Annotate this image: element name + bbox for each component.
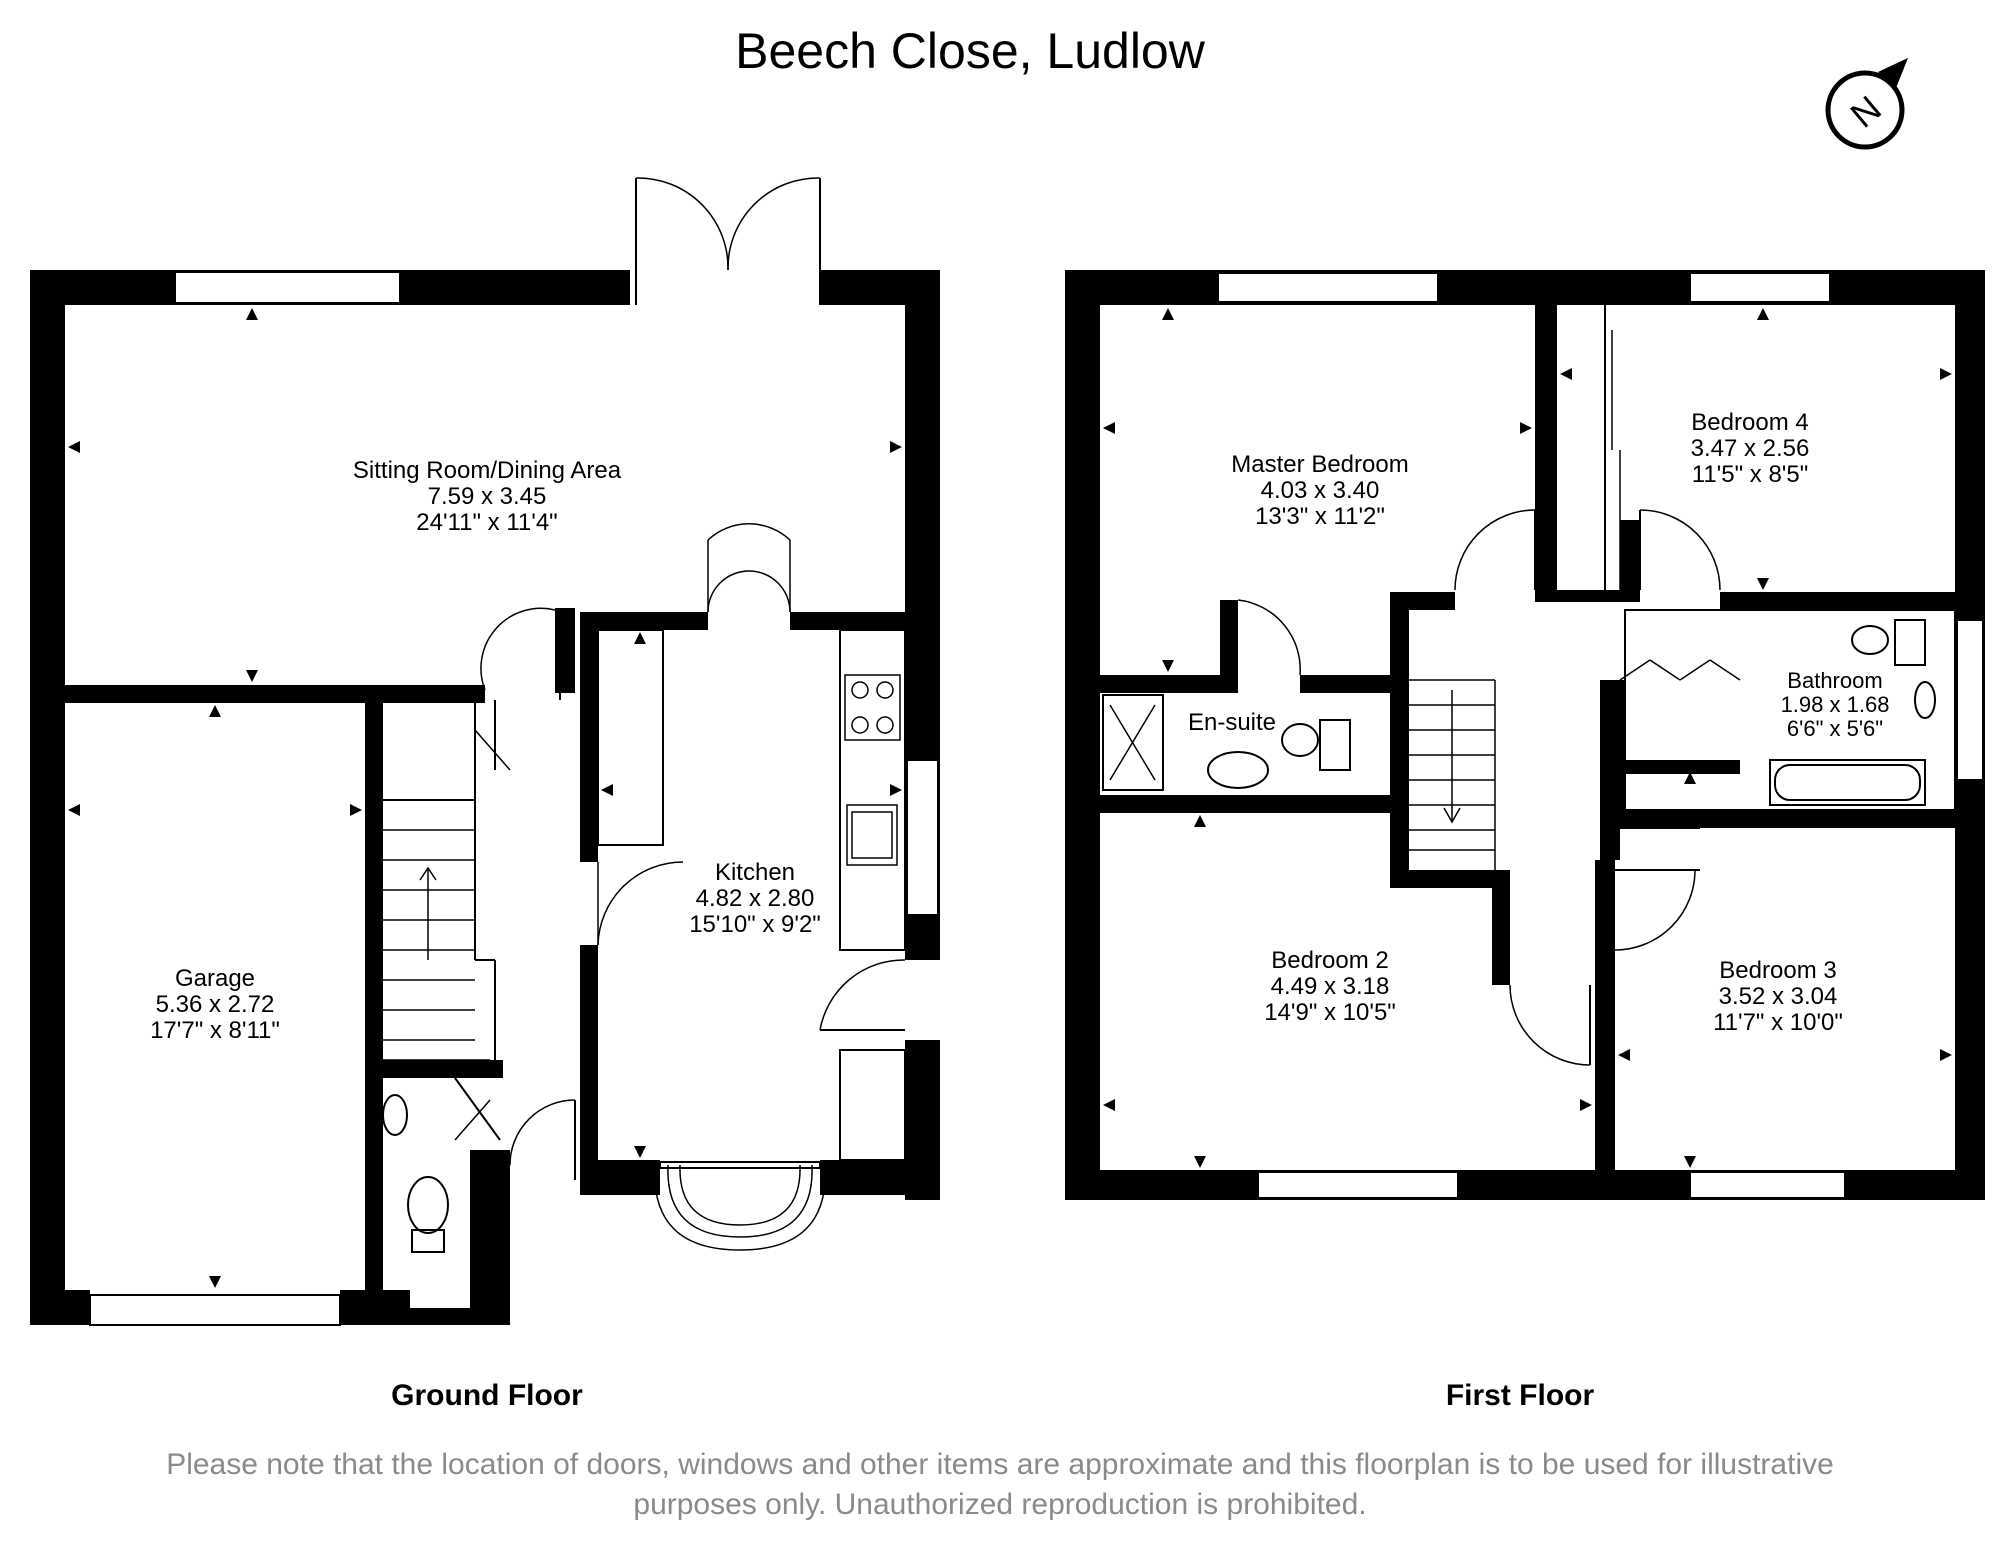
north-arrow-icon: N xyxy=(1825,58,1908,150)
disclaimer: Please note that the location of doors, … xyxy=(60,1445,1940,1525)
room-imperial: 11'7" x 10'0" xyxy=(1713,1009,1843,1036)
room-imperial: 24'11" x 11'4" xyxy=(416,509,557,536)
room-name: Kitchen xyxy=(715,859,795,886)
room-metric: 4.49 x 3.18 xyxy=(1271,973,1390,1000)
room-name: Master Bedroom xyxy=(1231,451,1408,478)
room-bedroom-3: Bedroom 3 3.52 x 3.04 11'7" x 10'0" xyxy=(1713,957,1843,1036)
room-metric: 1.98 x 1.68 xyxy=(1781,692,1890,717)
room-name: Bedroom 3 xyxy=(1719,957,1836,984)
room-imperial: 13'3" x 11'2" xyxy=(1255,503,1385,530)
first-floor-plan xyxy=(1065,270,1985,1200)
room-metric: 4.03 x 3.40 xyxy=(1261,477,1380,504)
first-floor-label: First Floor xyxy=(1446,1379,1595,1412)
room-name: Bedroom 4 xyxy=(1691,409,1808,436)
room-en-suite: En-suite xyxy=(1188,709,1276,736)
ground-floor-label: Ground Floor xyxy=(391,1379,583,1412)
room-name: Bathroom xyxy=(1787,668,1882,693)
room-imperial: 6'6" x 5'6" xyxy=(1787,716,1883,741)
room-imperial: 17'7" x 8'11" xyxy=(150,1017,280,1044)
room-imperial: 15'10" x 9'2" xyxy=(689,911,821,938)
compass-letter: N xyxy=(1843,88,1889,136)
room-sitting: Sitting Room/Dining Area 7.59 x 3.45 24'… xyxy=(353,457,622,536)
room-name: En-suite xyxy=(1188,709,1276,736)
room-garage: Garage 5.36 x 2.72 17'7" x 8'11" xyxy=(150,965,280,1044)
room-metric: 4.82 x 2.80 xyxy=(696,885,815,912)
room-metric: 3.47 x 2.56 xyxy=(1691,435,1810,462)
room-name: Garage xyxy=(175,965,255,992)
disclaimer-line-1: Please note that the location of doors, … xyxy=(166,1448,1834,1481)
page-title: Beech Close, Ludlow xyxy=(735,23,1206,79)
room-metric: 3.52 x 3.04 xyxy=(1719,983,1838,1010)
room-master-bedroom: Master Bedroom 4.03 x 3.40 13'3" x 11'2" xyxy=(1231,451,1408,530)
room-bathroom: Bathroom 1.98 x 1.68 6'6" x 5'6" xyxy=(1781,668,1890,741)
room-imperial: 14'9" x 10'5" xyxy=(1264,999,1396,1026)
ground-floor-plan xyxy=(30,177,940,1326)
disclaimer-line-2: purposes only. Unauthorized reproduction… xyxy=(633,1488,1367,1521)
room-name: Bedroom 2 xyxy=(1271,947,1388,974)
room-metric: 7.59 x 3.45 xyxy=(428,483,547,510)
room-kitchen: Kitchen 4.82 x 2.80 15'10" x 9'2" xyxy=(689,859,821,938)
room-bedroom-4: Bedroom 4 3.47 x 2.56 11'5" x 8'5" xyxy=(1691,409,1810,488)
room-metric: 5.36 x 2.72 xyxy=(156,991,275,1018)
room-imperial: 11'5" x 8'5" xyxy=(1692,461,1809,488)
room-name: Sitting Room/Dining Area xyxy=(353,457,622,484)
room-bedroom-2: Bedroom 2 4.49 x 3.18 14'9" x 10'5" xyxy=(1264,947,1396,1026)
